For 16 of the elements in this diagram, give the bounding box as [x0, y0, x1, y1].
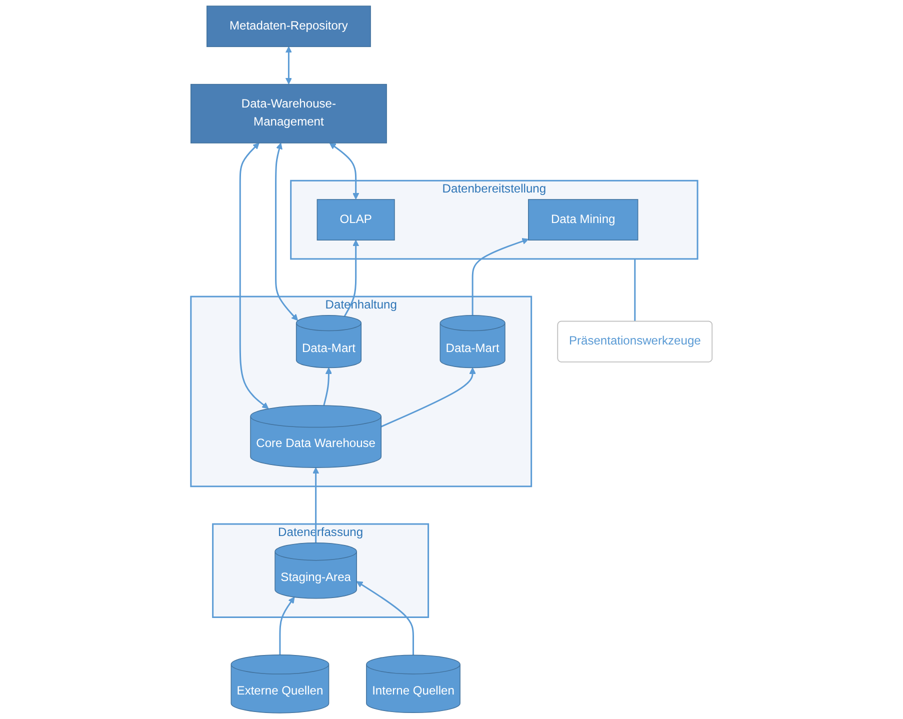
arrow [279, 596, 295, 655]
arrow [329, 142, 360, 200]
arrow [275, 142, 298, 321]
arrow [323, 367, 332, 406]
arrow [472, 238, 529, 316]
node-box: OLAP [316, 199, 395, 240]
arrow [344, 240, 360, 317]
connector [634, 258, 636, 322]
arrow [380, 367, 476, 428]
node-box: Data Mining [528, 199, 638, 240]
arrow [239, 142, 269, 409]
node-box: Metadaten-Repository [206, 6, 371, 48]
arrow [285, 46, 292, 84]
node-box: Data-Warehouse-Management [190, 84, 387, 144]
arrow [312, 467, 320, 543]
arrow [356, 581, 414, 656]
